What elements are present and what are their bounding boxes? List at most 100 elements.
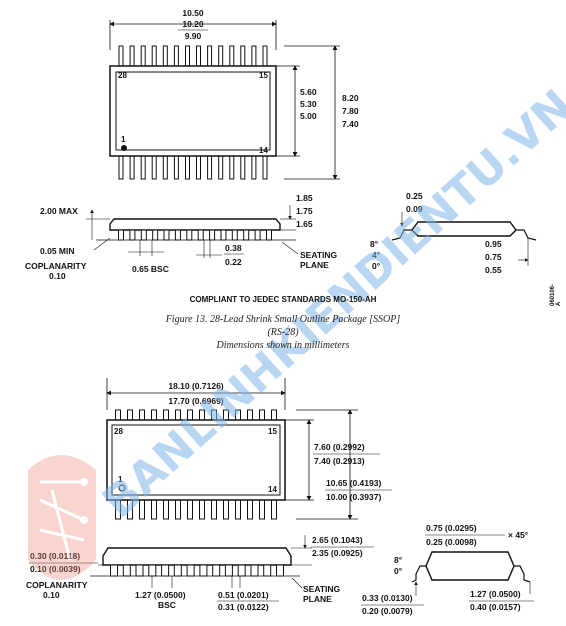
figure-caption-code: (RS-28) [267,327,299,338]
lead [115,409,121,421]
lead [173,564,182,577]
lead [152,229,159,241]
soic-angle-max: 8° [394,555,403,565]
figure-caption-units: Dimensions shown in millimeters [216,340,350,351]
ssop-bottom-leads [118,155,268,180]
soic-side-view: 0.30 (0.0118) 0.10 (0.0039) COPLANARITY … [26,535,374,612]
lead [271,499,277,520]
soic-end-view: 0.75 (0.0295) 0.25 (0.0098) × 45° 8° 0° … [361,523,534,616]
lead [185,45,190,67]
soic-foot-min: 0.40 (0.0157) [470,602,521,612]
lead [254,229,261,241]
ssop-top-view: 28 15 1 14 10.50 10.20 9.90 5.60 5.30 5.… [109,8,359,180]
lead [229,155,235,180]
ssop-body-height-max: 1.85 [296,193,313,203]
soic-chamfer-max: 0.75 (0.0295) [426,523,477,533]
lead [118,155,124,180]
lead [140,229,147,241]
lead [118,229,124,241]
lead [162,155,168,180]
lead [212,564,221,577]
ssop-width-nom: 5.30 [300,99,317,109]
soic-standoff-min: 0.10 (0.0039) [30,564,81,574]
lead [251,155,257,180]
ssop-coplanarity-label: COPLANARITY [25,261,87,271]
lead [211,499,217,520]
ssop-body [109,65,277,157]
lead [151,45,157,67]
ssop-height-max: 2.00 MAX [40,206,78,216]
lead [266,229,272,241]
lead [118,45,124,67]
soic-pin-1: 1 [118,475,123,484]
lead [240,45,246,67]
soic-coplanarity-value: 0.10 [43,590,60,600]
lead [259,409,265,421]
lead [240,155,246,180]
ssop-seating-label: SEATING [300,250,338,260]
soic-chamfer-angle: × 45° [508,530,529,540]
lead [262,45,268,67]
soic-body-height-max: 2.65 (0.1043) [312,535,363,545]
lead [262,155,268,180]
ssop-span-min: 7.40 [342,119,359,129]
ssop-pin1-dot [121,145,127,151]
ssop-pin-14: 14 [259,146,268,155]
soic-pin1-circle [118,484,126,492]
soic-width-min: 7.40 (0.2913) [314,456,365,466]
lead [173,155,179,180]
lead [207,45,213,67]
ssop-lead-thickness-min: 0.09 [406,204,423,214]
soic-body [106,419,286,501]
lead [209,229,216,241]
lead [207,155,213,180]
figure-caption-title: Figure 13. 28-Lead Shrink Small Outline … [165,314,401,325]
lead [231,229,238,241]
soic-plane-label: PLANE [303,594,332,604]
soic-standoff-max: 0.30 (0.0118) [30,551,80,561]
lead [151,155,157,180]
ssop-span-max: 8.20 [342,93,359,103]
ssop-pin-28: 28 [118,71,127,80]
lead [197,229,204,241]
lead [229,45,235,67]
lead [187,499,193,520]
ssop-body-inner [115,71,271,151]
lead [163,499,169,520]
lead [263,564,272,577]
lead [163,229,170,241]
soic-coplanarity-label: COPLANARITY [26,580,88,590]
soic-length-max: 18.10 (0.7126) [168,381,223,391]
ssop-angle-max: 8° [370,239,379,249]
lead [161,564,170,577]
lead [163,409,169,421]
lead [173,45,179,67]
lead [243,229,250,241]
lead [276,564,284,577]
ssop-width-min: 5.00 [300,111,317,121]
lead [186,229,193,241]
ssop-length-nom: 10.20 [182,19,204,29]
ssop-pin-15: 15 [259,71,268,80]
soic-lead-thickness-min: 0.20 (0.0079) [362,606,413,616]
lead [151,409,157,421]
drawing-code: 060106-A [550,283,562,306]
lead [122,564,131,577]
ssop-foot-max: 0.95 [485,239,502,249]
lead [250,564,259,577]
soic-body-height-min: 2.35 (0.0925) [312,548,363,558]
ssop-lead-width-max: 0.38 [225,243,242,253]
lead [237,564,246,577]
ssop-lead-width-min: 0.22 [225,257,242,267]
soic-side-leads [110,564,284,577]
soic-pitch: 1.27 (0.0500) [135,590,186,600]
soic-width-max: 7.60 (0.2992) [314,442,365,452]
lead [218,45,224,67]
ssop-standoff-min: 0.05 MIN [40,246,75,256]
compliance-note: COMPLIANT TO JEDEC STANDARDS MO-150-AH [189,295,377,304]
lead [199,564,208,577]
soic-pitch-bsc: BSC [158,600,176,610]
lead [135,564,144,577]
lead [140,45,146,67]
